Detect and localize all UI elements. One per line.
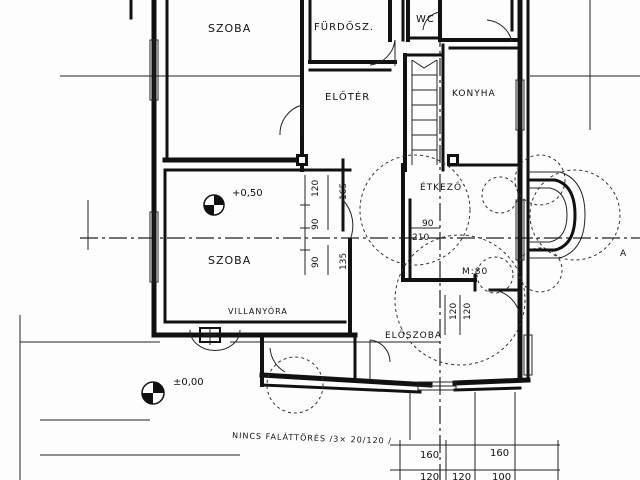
dim-90-b: 90 — [311, 256, 321, 268]
door-swings — [269, 11, 521, 380]
dim-120-b: 120 — [449, 303, 459, 320]
level-lower-label: ±0,00 — [173, 377, 204, 388]
room-label-eloszoba: ELŐSZOBA — [385, 330, 442, 341]
level-marker-lower — [141, 381, 165, 405]
dim-210: 210 — [412, 233, 429, 243]
staircase — [411, 59, 438, 165]
dim-135: 135 — [339, 253, 349, 270]
note-label: NINCS FALÁTTÖRÉS /3× 20/120 / — [232, 429, 392, 446]
dim-160-b: 160 — [490, 448, 509, 459]
room-label-wc: WC — [416, 14, 435, 25]
axis-lines — [19, 0, 640, 480]
chimneys — [296, 154, 459, 166]
sketch-circles — [266, 154, 621, 414]
meter-box — [189, 327, 241, 351]
dim-90-c: 90 — [422, 219, 434, 229]
room-label-szoba-top: SZOBA — [208, 22, 251, 35]
dim-100: 100 — [492, 472, 511, 480]
dim-160-a: 160 — [420, 450, 439, 461]
dim-120-e: 120 — [452, 472, 471, 480]
room-label-eloter: ELŐTÉR — [325, 89, 370, 103]
room-label-szoba-main: SZOBA — [208, 254, 251, 267]
level-marker-upper — [203, 194, 225, 216]
dim-165: 165 — [339, 183, 349, 200]
dim-120-a: 120 — [311, 180, 321, 197]
villanyora-label: VILLANYÓRA — [228, 305, 288, 316]
room-label-furdo: FÜRDŐSZ. — [314, 19, 374, 33]
axis-mark-label: A — [620, 249, 627, 259]
level-upper-label: +0,50 — [232, 188, 263, 199]
dim-90-a: 90 — [311, 218, 321, 230]
dim-120-d: 120 — [420, 472, 439, 480]
m80-label: M:80 — [462, 267, 488, 277]
room-label-etkezo: ÉTKEZŐ — [420, 181, 462, 193]
dim-120-c: 120 — [463, 303, 473, 320]
dimension-lines — [40, 175, 560, 480]
windows — [149, 39, 533, 391]
bay-window — [526, 171, 586, 259]
room-label-konyha: KONYHA — [452, 89, 496, 99]
